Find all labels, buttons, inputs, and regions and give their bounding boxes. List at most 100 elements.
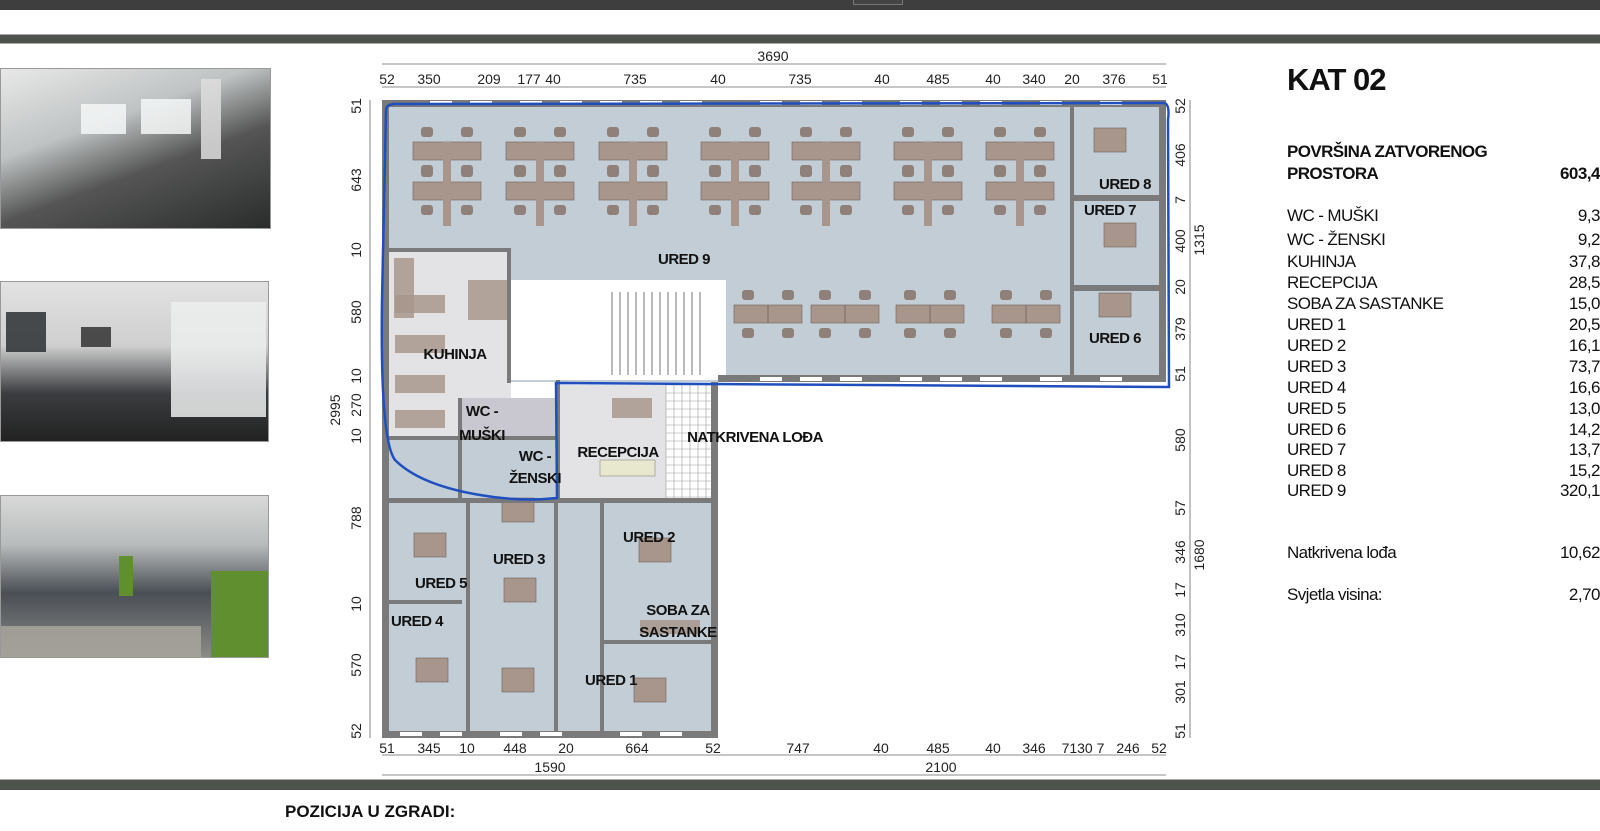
dimension-right: 51 [1172, 723, 1188, 739]
dimension-top-total: 3690 [757, 48, 788, 64]
loggia-label: Natkrivena lođa [1287, 543, 1397, 562]
chair [554, 167, 566, 177]
window [980, 377, 1002, 381]
desk [633, 677, 667, 703]
dimension-right: 301 [1172, 680, 1188, 704]
dimension-top: 40 [545, 71, 561, 87]
chair [1034, 205, 1046, 215]
dimension-left: 788 [348, 506, 364, 530]
dimension-right-total: 1680 [1191, 539, 1207, 570]
room-name: URED 7 [1287, 440, 1346, 459]
dimension-right: 7 [1172, 196, 1188, 204]
window [840, 377, 862, 381]
dimension-right: 17 [1172, 654, 1188, 670]
dimension-top: 340 [1022, 71, 1046, 87]
window [940, 377, 962, 381]
dimension-bottom-total: 2100 [925, 759, 956, 775]
room-name: URED 5 [1287, 399, 1346, 418]
dimension-top: 735 [788, 71, 812, 87]
room-area: 14,2 [1568, 420, 1600, 439]
height-label: Svjetla visina: [1287, 585, 1383, 604]
chair [859, 290, 871, 300]
toolbar-tab[interactable] [853, 0, 903, 5]
chair [902, 205, 914, 215]
dimension-top: 485 [926, 71, 950, 87]
room-name: URED 3 [1287, 357, 1346, 376]
wall [466, 503, 470, 731]
chair [749, 167, 761, 177]
room-area: 13,0 [1568, 399, 1600, 418]
room-label-recepcija: RECEPCIJA [577, 444, 659, 461]
chair [944, 290, 956, 300]
dimension-right: 51 [1172, 366, 1188, 382]
desk [731, 142, 739, 226]
room-name: KUHINJA [1287, 252, 1356, 271]
room-area: 13,7 [1568, 440, 1600, 459]
wall [1074, 285, 1162, 291]
room-name: WC - MUŠKI [1287, 206, 1379, 225]
dimension-right: 20 [1172, 279, 1188, 295]
dimension-bottom: 40 [985, 740, 1001, 756]
furniture-item [612, 398, 652, 418]
desk [501, 667, 535, 693]
dimension-bottom: 40 [873, 740, 889, 756]
chair [902, 127, 914, 137]
room-label-soba2: SASTANKE [639, 624, 717, 641]
chair [819, 328, 831, 338]
room-area: 28,5 [1568, 273, 1600, 292]
dimension-bottom: 664 [625, 740, 649, 756]
furniture-item [468, 280, 508, 320]
room-label-ured1: URED 1 [585, 672, 637, 689]
furniture-item [395, 295, 445, 313]
chair [1000, 328, 1012, 338]
room-name: WC - ŽENSKI [1287, 230, 1386, 249]
desk [638, 537, 672, 563]
dimension-right: 52 [1172, 98, 1188, 114]
chair [1034, 127, 1046, 137]
dimension-right: 379 [1172, 317, 1188, 341]
window [400, 732, 422, 736]
wall [711, 382, 718, 738]
chair [607, 127, 619, 137]
furniture-item [395, 375, 445, 393]
room-name: SOBA ZA SASTANKE [1287, 294, 1444, 313]
room-label-kuhinja: KUHINJA [423, 346, 487, 363]
area-heading-line1: POVRŠINA ZATVORENOG [1287, 142, 1488, 161]
room-name: URED 9 [1287, 481, 1346, 500]
room-area: 9,2 [1577, 230, 1600, 249]
dimension-top: 735 [623, 71, 647, 87]
chair [904, 328, 916, 338]
desk [503, 577, 537, 603]
area-heading-line2: PROSTORA [1287, 164, 1379, 183]
chair [461, 127, 473, 137]
room-label-ured5: URED 5 [415, 575, 467, 592]
dimension-bottom: 51 [379, 740, 395, 756]
room-name: URED 4 [1287, 378, 1346, 397]
chair [421, 127, 433, 137]
dimension-bottom: 20 [558, 740, 574, 756]
room-area: 320,1 [1559, 481, 1600, 500]
wall [604, 640, 714, 644]
room-name: URED 2 [1287, 336, 1346, 355]
wall [384, 436, 558, 440]
desk [1093, 127, 1127, 153]
chair [942, 167, 954, 177]
room-label-ured8: URED 8 [1099, 176, 1151, 193]
wall [386, 248, 511, 252]
dimension-left: 580 [348, 300, 364, 324]
chair [942, 127, 954, 137]
dimension-bottom: 346 [1022, 740, 1046, 756]
room-name: URED 6 [1287, 420, 1346, 439]
dimension-bottom: 747 [786, 740, 810, 756]
wall [1070, 100, 1074, 380]
dimension-bottom: 448 [503, 740, 527, 756]
room-label-soba1: SOBA ZA [646, 602, 710, 619]
chair [1034, 167, 1046, 177]
room-label-ured4: URED 4 [391, 613, 444, 630]
chair [840, 205, 852, 215]
desk [629, 142, 637, 226]
room-label-ured9: URED 9 [658, 251, 710, 268]
room-label-wc-z1: WC - [519, 448, 552, 465]
dimension-bottom-total: 1590 [534, 759, 565, 775]
